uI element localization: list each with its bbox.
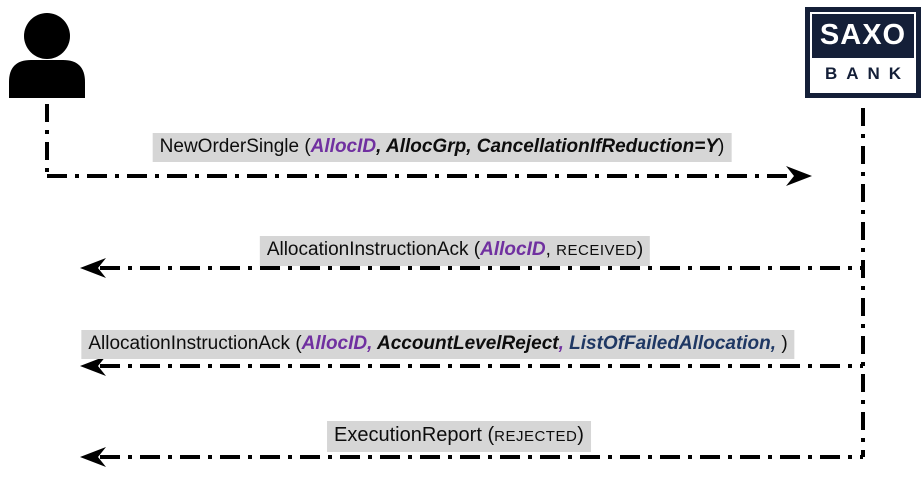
message-text: AllocationInstructionAck ( bbox=[88, 333, 302, 354]
field-allocid: AllocID bbox=[480, 239, 546, 260]
saxo-bank-logo-inner: SAXO BANK bbox=[810, 12, 916, 93]
saxo-logo-wordmark: SAXO bbox=[812, 14, 914, 58]
field-account-level-reject: AccountLevelReject bbox=[372, 333, 559, 354]
message-text: ) bbox=[718, 136, 725, 157]
field-allocid: AllocID bbox=[310, 136, 377, 157]
message-text: ) bbox=[577, 424, 584, 446]
person-icon bbox=[9, 13, 85, 98]
message-text: ) bbox=[636, 239, 644, 260]
message-text: NewOrderSingle ( bbox=[159, 136, 311, 157]
message-label-allocation-ack-reject: AllocationInstructionAck (AllocID, Accou… bbox=[81, 330, 795, 359]
message-text: ) bbox=[776, 333, 788, 354]
saxo-logo-bank-text: BANK bbox=[812, 57, 914, 91]
status-rejected: REJECTED bbox=[494, 428, 578, 445]
message-text: ExecutionReport ( bbox=[334, 424, 495, 446]
message-arrow-2-head-left bbox=[80, 258, 106, 278]
field-list-of-failed-allocation: ListOfFailedAllocation, bbox=[563, 333, 777, 354]
message-arrow-3-head-left bbox=[80, 356, 106, 376]
field-allocid: AllocID, bbox=[301, 333, 373, 354]
message-arrow-4-head-left bbox=[80, 447, 106, 467]
separator-comma: , bbox=[558, 333, 564, 354]
message-label-allocation-ack-received: AllocationInstructionAck (AllocID, RECEI… bbox=[259, 236, 651, 266]
message-arrow-1-head-right bbox=[786, 166, 812, 186]
message-label-new-order-single: NewOrderSingle (AllocID, AllocGrp, Cance… bbox=[152, 133, 732, 162]
message-text: , bbox=[545, 239, 557, 260]
message-text: AllocationInstructionAck ( bbox=[266, 239, 481, 260]
message-label-execution-report: ExecutionReport (REJECTED) bbox=[327, 421, 591, 452]
saxo-bank-logo: SAXO BANK bbox=[805, 7, 921, 98]
field-allocgrp-cancellation: , AllocGrp, CancellationIfReduction=Y bbox=[376, 136, 718, 157]
status-received: RECEIVED bbox=[556, 242, 637, 259]
